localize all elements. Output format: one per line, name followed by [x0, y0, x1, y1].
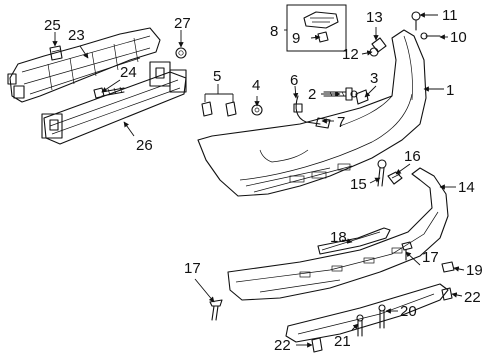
- energy-absorber-part: [7, 27, 161, 103]
- callout-8: 8: [270, 23, 278, 40]
- bolt-24-part: [93, 86, 125, 99]
- callout-25: 25: [44, 17, 61, 34]
- callout-6: 6: [290, 72, 298, 89]
- bolts-20-21-part: [356, 304, 386, 337]
- clip-3-part: [355, 89, 369, 105]
- callout-22-left: 22: [274, 337, 291, 354]
- callout-23: 23: [68, 27, 85, 44]
- callout-9: 9: [292, 30, 300, 47]
- callout-15: 15: [350, 176, 367, 193]
- callout-12: 12: [342, 46, 359, 63]
- callout-19: 19: [466, 262, 483, 279]
- bracket-16-part: [387, 171, 403, 185]
- callout-13: 13: [366, 9, 383, 26]
- callout-21: 21: [334, 333, 351, 350]
- callout-27: 27: [174, 15, 191, 32]
- bumper-reinforcement-part: [41, 61, 187, 145]
- callout-4: 4: [252, 77, 260, 94]
- nut-27-part: [175, 47, 187, 59]
- callout-10: 10: [450, 29, 467, 46]
- grommet-4-part: [251, 104, 263, 116]
- callout-11: 11: [442, 7, 458, 24]
- callout-17-left: 17: [184, 260, 201, 277]
- screw-15-part: [377, 159, 387, 187]
- callout-5: 5: [213, 68, 221, 85]
- bumper-cover-part: [197, 29, 427, 197]
- fastener-22-part: [311, 287, 453, 353]
- bracket-kit-box: [286, 4, 347, 52]
- callout-2: 2: [308, 86, 316, 103]
- callout-7: 7: [337, 114, 345, 131]
- callout-labels: 1 2 3 4 5 6 7 8 9 10 11 12 13 14 15 16 1…: [44, 7, 483, 354]
- callout-14: 14: [458, 179, 475, 196]
- callout-16: 16: [404, 148, 421, 165]
- callout-17-right: 17: [422, 249, 439, 266]
- push-pin-17-part: [209, 241, 413, 321]
- sensors-5-part: [201, 101, 237, 117]
- callout-3: 3: [370, 70, 378, 87]
- clip-25-part: [49, 45, 63, 61]
- trim-strip-18-part: [317, 227, 391, 255]
- callout-20: 20: [400, 303, 417, 320]
- callout-22-right: 22: [464, 289, 481, 306]
- clip-19-part: [441, 261, 455, 273]
- callout-24: 24: [120, 64, 137, 81]
- callout-18: 18: [330, 229, 347, 246]
- callout-26: 26: [136, 137, 153, 154]
- skid-plate-part: [285, 283, 449, 343]
- callout-1: 1: [446, 82, 454, 99]
- leader-lines: [52, 12, 465, 348]
